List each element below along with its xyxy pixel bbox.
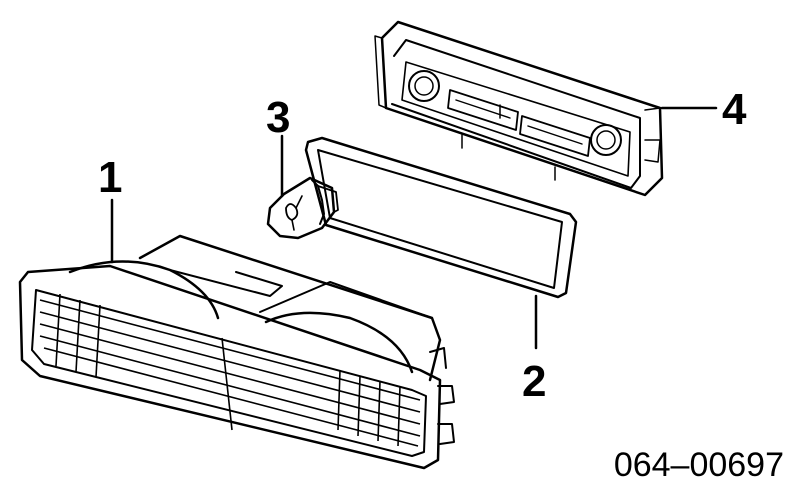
leader-lines [110,106,718,350]
socket-board-part [374,20,664,197]
callout-4: 4 [722,85,747,134]
reference-number: 064–00697 [614,446,784,484]
gasket-part [304,136,578,299]
callout-3: 3 [266,93,290,142]
callout-1: 1 [98,153,122,202]
callout-2: 2 [522,357,546,406]
bulb-part [266,176,339,240]
lens-housing-part [18,234,455,470]
